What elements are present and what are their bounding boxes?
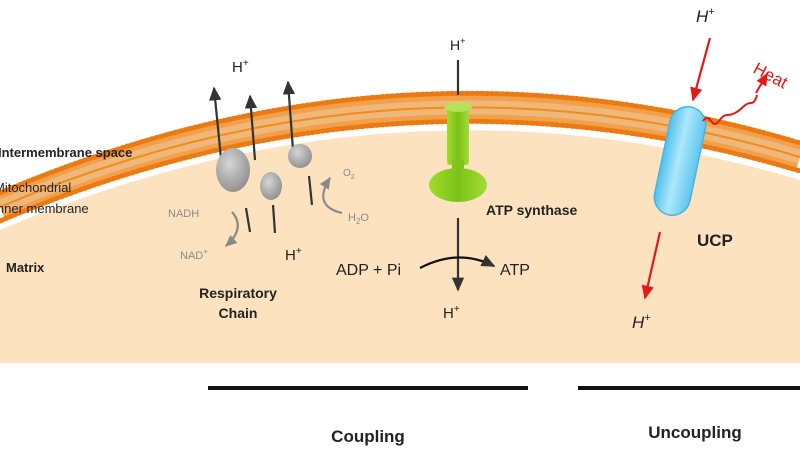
ucp: H+ Heat UCP H+: [632, 6, 791, 332]
o2-label: O2: [343, 168, 355, 181]
nad-plus-label: NAD+: [180, 247, 208, 262]
complex-i: [216, 148, 250, 192]
atp-synthase: H+ ATP synthase ADP + Pi ATP H+: [336, 36, 578, 322]
proton-label-atp-top: H+: [450, 36, 465, 53]
coupling-label: Coupling: [331, 427, 405, 446]
proton-label-ucp-top: H+: [696, 6, 715, 26]
ucp-protein: [653, 106, 707, 216]
adp-pi-label: ADP + Pi: [336, 262, 401, 279]
atp-production-arrow: [419, 254, 496, 269]
proton-label-top: H+: [232, 58, 249, 76]
atp-synthase-f1-head: [429, 168, 487, 202]
ucp-proton-output-arrow: [641, 231, 662, 300]
proton-arrow-1: [209, 86, 224, 169]
uncoupling-bar: [578, 386, 800, 390]
nadh-oxidation-arrow: [225, 211, 239, 247]
h2o-label: H2O: [348, 212, 369, 226]
atp-label: ATP: [500, 262, 530, 279]
complex-iv: [288, 144, 312, 168]
ucp-label: UCP: [697, 231, 733, 250]
proton-label-ucp-bottom: H+: [632, 312, 651, 332]
oxygen-reduction-arrow: [319, 176, 343, 215]
complex-iii: [260, 172, 282, 200]
proton-entry-line-1: [244, 207, 252, 233]
proton-entry-line-2: [271, 204, 277, 234]
proton-label-atp-bottom: H+: [443, 304, 460, 322]
inner-membrane-label-line2: inner membrane: [0, 201, 89, 216]
coupling-bar: [208, 386, 528, 390]
heat-label: Heat: [750, 59, 791, 93]
proton-entry-line-3: [307, 175, 314, 206]
respiratory-chain-label-line2: Chain: [219, 305, 258, 321]
matrix-label: Matrix: [6, 260, 45, 275]
respiratory-chain: H+ H+ NADH NAD+ O2 H2O Respiratory Chain: [168, 58, 369, 321]
nadh-label: NADH: [168, 208, 199, 220]
proton-arrow-2: [244, 94, 258, 161]
atp-synthase-fo-stalk: [447, 105, 469, 165]
ucp-proton-input-arrow: [690, 37, 712, 102]
intermembrane-space-label: Intermembrane space: [0, 145, 132, 160]
atp-synthase-top: [444, 102, 472, 112]
heat-arrow: [755, 72, 768, 94]
respiratory-chain-label-line1: Respiratory: [199, 285, 277, 301]
uncoupling-label: Uncoupling: [648, 423, 741, 442]
proton-label-matrix: H+: [285, 246, 302, 264]
heat-wave: [702, 94, 758, 125]
atp-synthase-label: ATP synthase: [486, 202, 578, 218]
inner-membrane-label-line1: Mitochondrial: [0, 180, 71, 195]
proton-arrow-3: [282, 80, 296, 151]
